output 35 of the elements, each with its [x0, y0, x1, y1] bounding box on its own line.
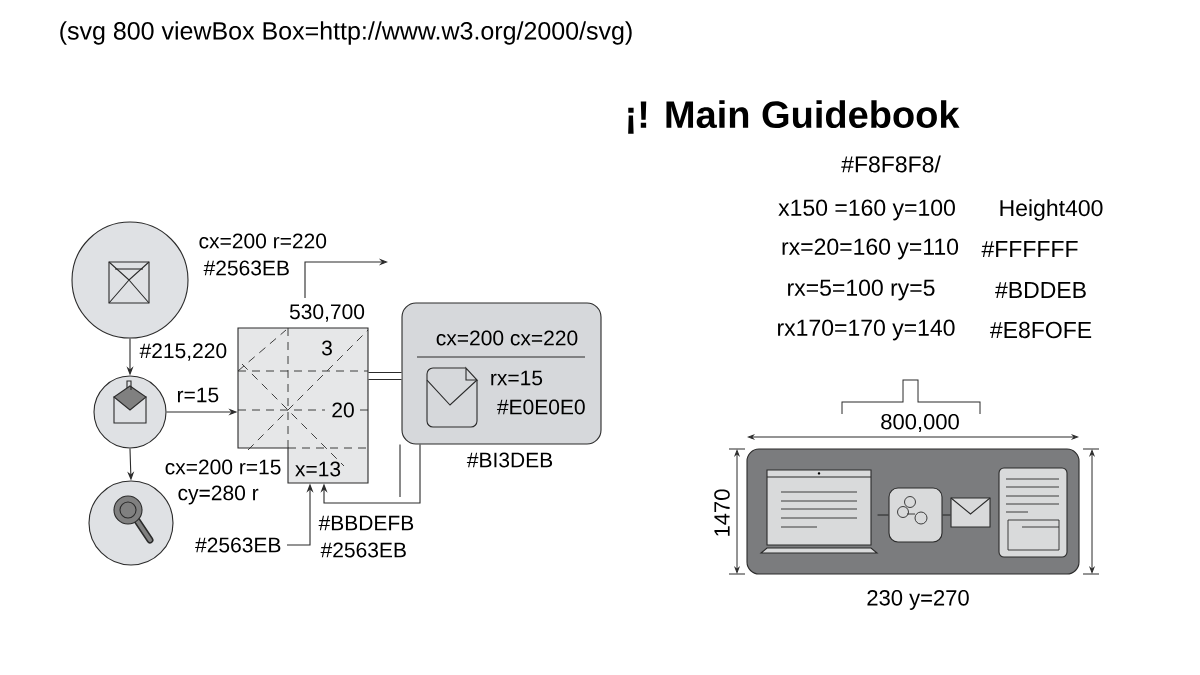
link-box [888, 487, 943, 543]
edge-label: r=15 [177, 387, 219, 403]
dimension-text: 230 y=270 [867, 590, 969, 610]
annotation: cx=200 r=220 [199, 233, 327, 249]
annotation: #BBDEFB [318, 515, 414, 531]
annotation: #E8FOFE [990, 321, 1092, 339]
connector-line [368, 372, 402, 380]
header-text: (svg 800 viewBox Box=http://www.w3.org/2000/svg) [60, 21, 632, 45]
annotation: rx=20=160 y=110 [782, 238, 959, 260]
connector-line [877, 514, 889, 516]
annotation: #2563EB [320, 542, 406, 558]
arrow [304, 258, 388, 299]
callout-box: cx=200 cx=220 rx=15 #E0E0E0 [401, 302, 602, 445]
caption-text: 530,700 [289, 304, 365, 322]
dimension-text: 1470 [714, 489, 730, 536]
envelope-icon [950, 497, 991, 528]
edge-label: #215,220 [139, 343, 227, 361]
annotation: cx=200 r=15 [165, 459, 281, 475]
edge-label: #2563EB [195, 537, 281, 553]
dimension-text: 800,000 [881, 413, 959, 433]
annotation: cy=280 r [178, 485, 259, 505]
annotation: x150 =160 y=100 [778, 199, 955, 221]
connector-line [399, 444, 401, 498]
title: ¡! Main Guidebook [628, 100, 960, 134]
connector-line [942, 514, 951, 516]
caption-text: #BI3DEB [466, 452, 553, 468]
annotation: #F8F8F8/ [841, 155, 941, 173]
annotation: #BDDEB [995, 282, 1086, 298]
annotation: #2563EB [203, 260, 289, 276]
annotation: #FFFFFF [981, 241, 1078, 257]
arrow [320, 444, 421, 504]
document-drawing [998, 467, 1068, 558]
annotation: rx170=170 y=140 [778, 319, 955, 341]
annotation: rx=5=100 ry=5 [788, 279, 935, 301]
annotation: Height400 [1000, 199, 1103, 221]
